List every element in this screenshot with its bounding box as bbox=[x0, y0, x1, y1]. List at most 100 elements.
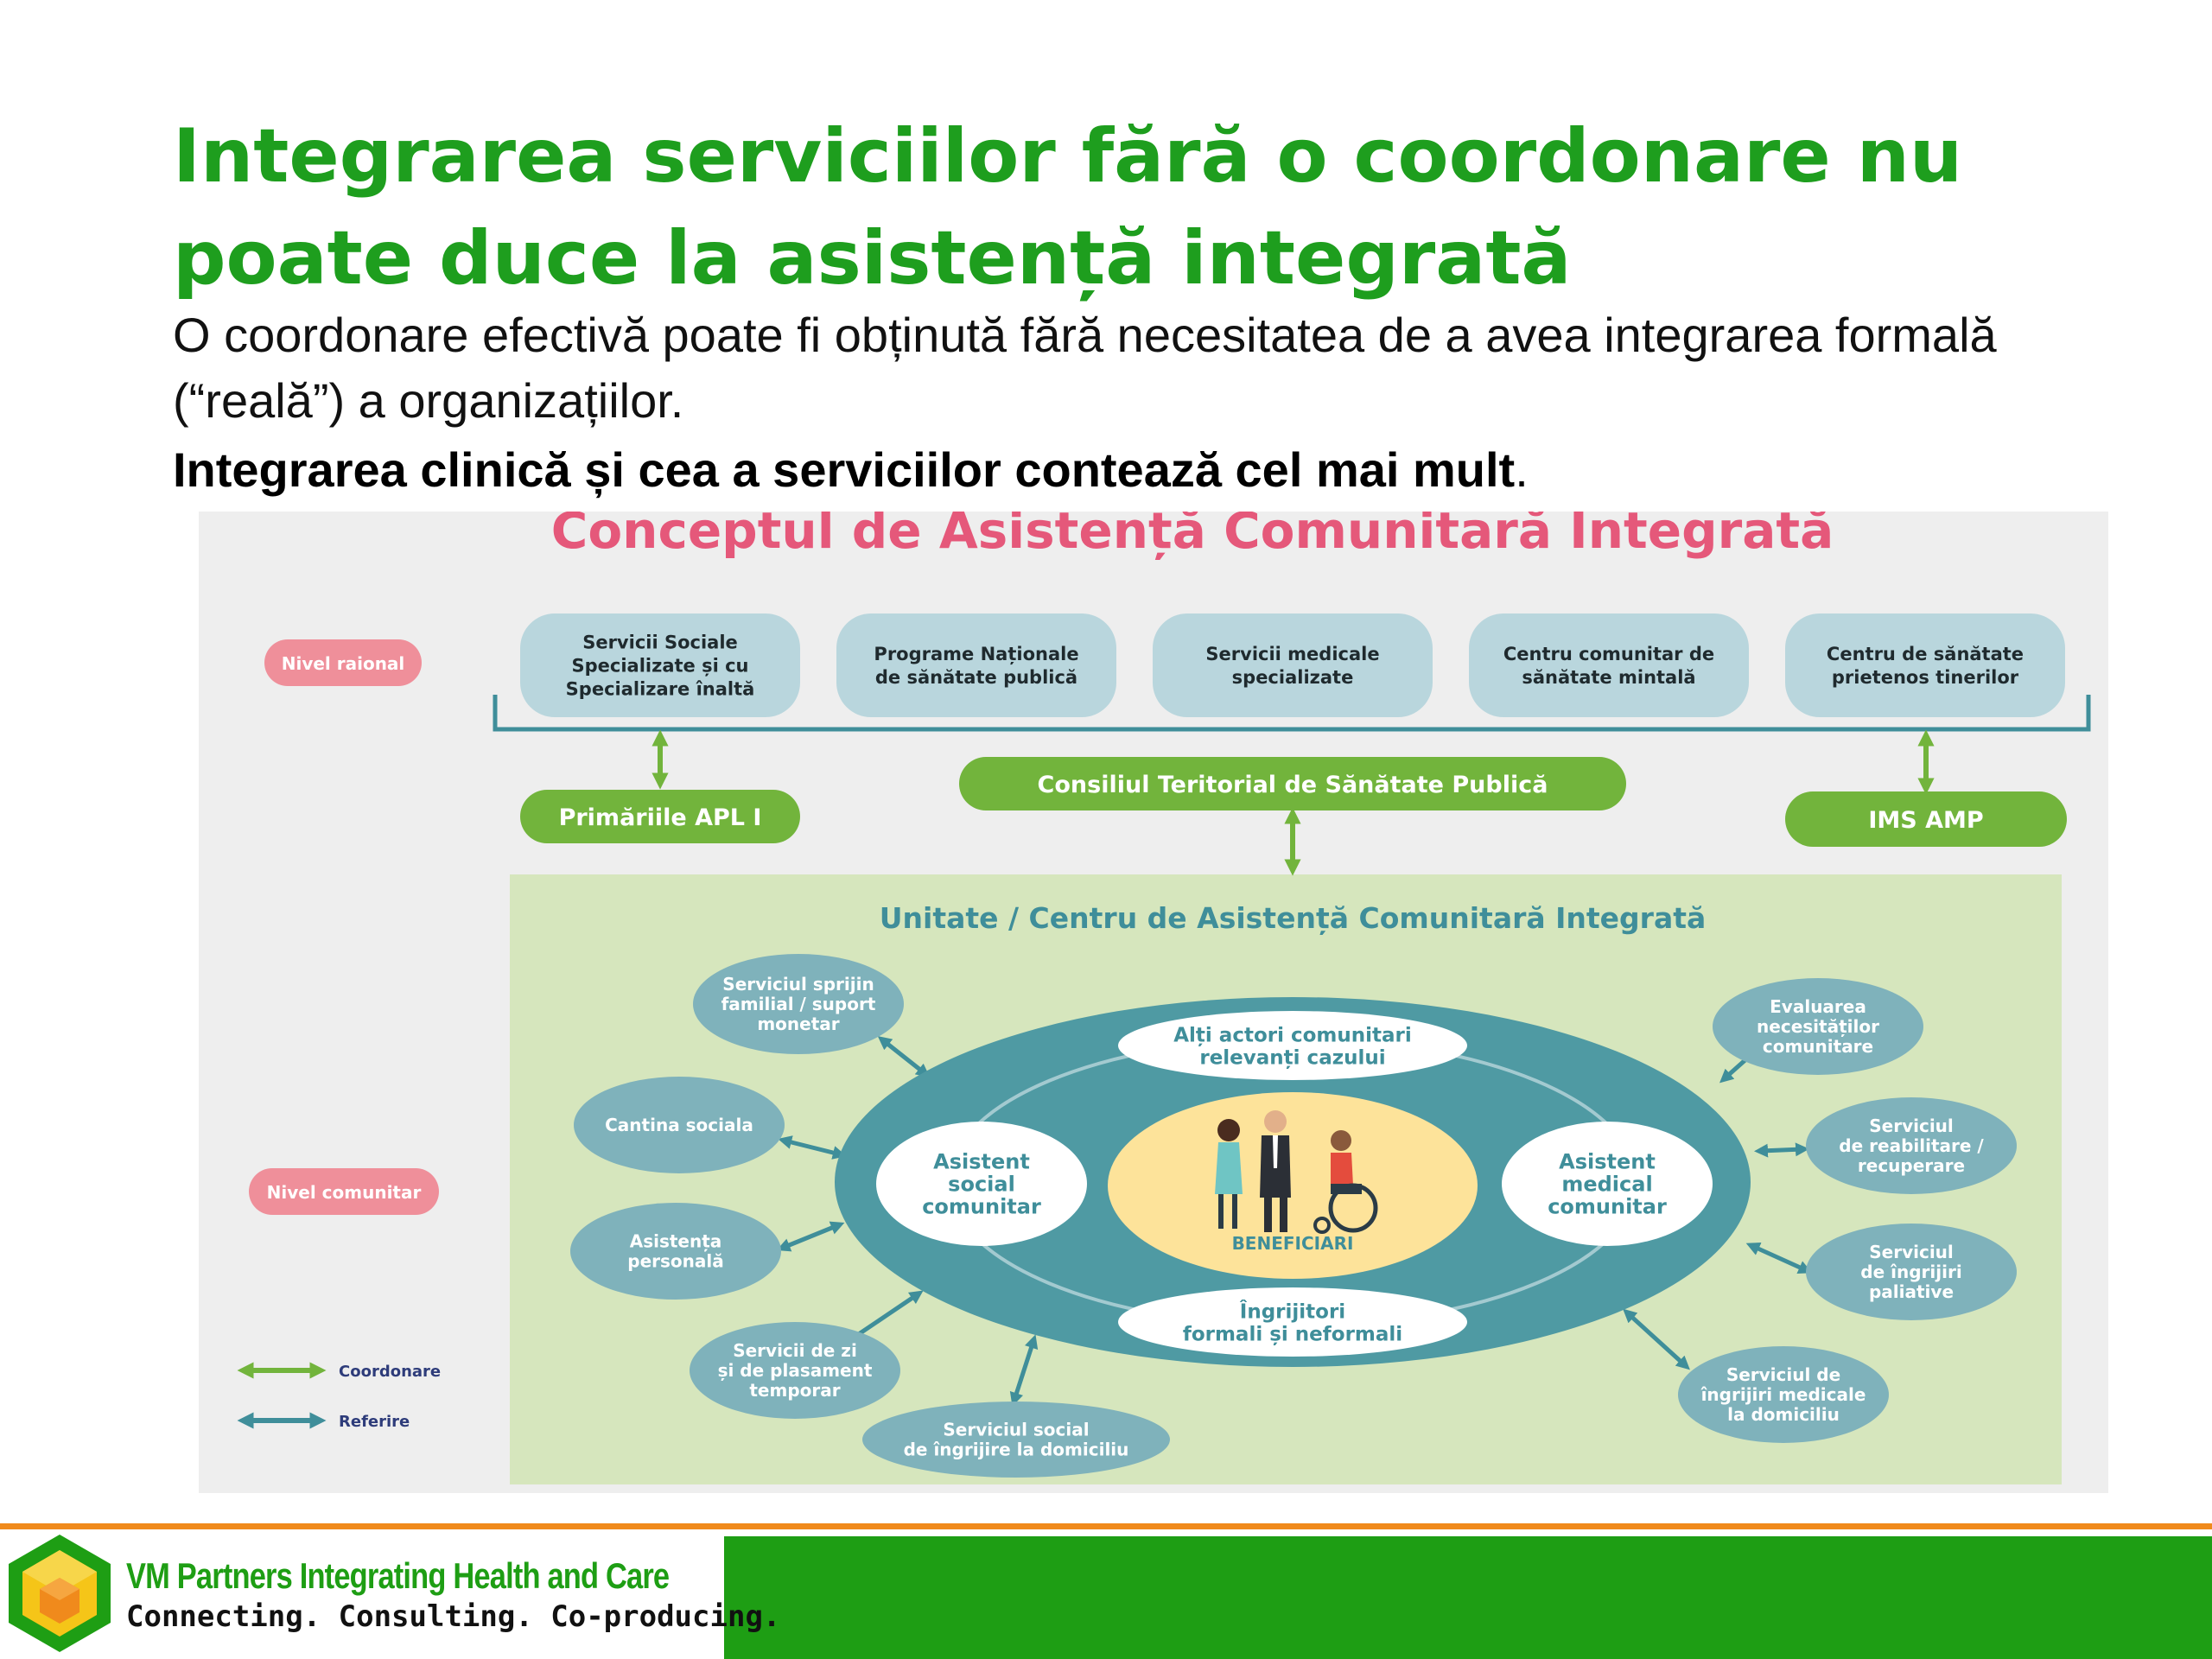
service-sprijin-familial bbox=[693, 954, 904, 1054]
ref-arrow-paliative bbox=[1745, 1243, 1813, 1274]
actori-node bbox=[1118, 1011, 1467, 1080]
beneficiari-label: BENEFICIARI bbox=[1232, 1233, 1354, 1254]
consiliul-pill bbox=[959, 757, 1626, 810]
service-label-servicii-zi-line: Servicii de zi bbox=[733, 1340, 857, 1361]
top-box-label-servicii-sociale-line: Servicii Sociale bbox=[582, 632, 738, 653]
service-label-servicii-zi-line: temporar bbox=[749, 1380, 840, 1401]
nivel-comunitar-label: Nivel comunitar bbox=[267, 1182, 422, 1203]
ingrijitori-node bbox=[1118, 1287, 1467, 1357]
asistent-social-label-line: social bbox=[948, 1173, 1015, 1197]
asistent-medical-label-line: medical bbox=[1561, 1173, 1652, 1197]
top-box-label-servicii-medicale-line: specializate bbox=[1232, 667, 1354, 688]
asistent-social-label-line: comunitar bbox=[922, 1195, 1041, 1219]
top-box-label-servicii-sociale-line: Specializate și cu bbox=[571, 656, 748, 677]
top-box-label-centru-tineri-line: prietenos tinerilor bbox=[1832, 667, 2019, 688]
service-label-social-domiciliu-line: de îngrijire la domiciliu bbox=[904, 1440, 1129, 1460]
legend-referire-label: Referire bbox=[339, 1413, 410, 1431]
top-bracket bbox=[493, 695, 2091, 732]
footer-orange-line bbox=[0, 1523, 2212, 1529]
service-label-evaluarea-line: Evaluarea bbox=[1770, 996, 1866, 1017]
top-box-label-servicii-medicale-line: Servicii medicale bbox=[1205, 644, 1379, 664]
service-reabilitare bbox=[1806, 1097, 2017, 1194]
legend: Coordonare Referire bbox=[237, 1362, 441, 1431]
service-label-asistenta-personala-line: Asistența bbox=[630, 1231, 722, 1252]
emphasis-text: Integrarea clinică și cea a serviciilor … bbox=[173, 442, 1516, 497]
ingrijitori-label-line: Îngrijitori bbox=[1240, 1299, 1345, 1323]
ims-pill bbox=[1785, 791, 2067, 847]
nivel-raional-label: Nivel raional bbox=[282, 653, 405, 674]
beneficiari-people-icon bbox=[1215, 1110, 1378, 1234]
service-label-asistenta-personala-line: personală bbox=[627, 1251, 723, 1272]
service-label-evaluarea-line: necesităților bbox=[1757, 1016, 1879, 1037]
top-box-label-centru-mintala: Centru comunitar de sănătate mintală bbox=[1503, 644, 1714, 688]
service-label-servicii-zi-line: și de plasament bbox=[718, 1360, 873, 1381]
actori-label-line: Alți actori comunitari bbox=[1173, 1024, 1412, 1046]
service-label-sprijin-familial-line: familial / suport bbox=[721, 994, 876, 1014]
company-tagline: Connecting. Consulting. Co-producing. bbox=[126, 1599, 781, 1634]
ref-arrow-medicale-domiciliu bbox=[1623, 1308, 1690, 1370]
legend-coordonare-label: Coordonare bbox=[339, 1363, 441, 1381]
slide-subtitle: O coordonare efectivă poate fi obținută … bbox=[173, 308, 1997, 428]
top-box-label-servicii-sociale-line: Specializare înaltă bbox=[566, 679, 755, 700]
service-label-medicale-domiciliu-line: la domiciliu bbox=[1727, 1404, 1840, 1425]
top-box-centru-mintala bbox=[1469, 613, 1749, 717]
service-label-cantina: Cantina sociala bbox=[605, 1115, 753, 1135]
ref-arrow-social-domiciliu bbox=[1009, 1334, 1039, 1407]
nivel-comunitar-badge bbox=[249, 1168, 439, 1215]
beneficiari-circle bbox=[1108, 1092, 1478, 1279]
service-label-evaluarea-line: comunitare bbox=[1763, 1036, 1873, 1057]
service-paliative bbox=[1806, 1224, 2017, 1320]
service-asistenta-personala bbox=[570, 1203, 781, 1300]
service-label-reabilitare-line: de reabilitare / bbox=[1839, 1135, 1984, 1156]
primarii-label: Primăriile APL I bbox=[559, 804, 762, 831]
unit-title: Unitate / Centru de Asistență Comunitară… bbox=[880, 901, 1707, 935]
service-cantina bbox=[574, 1077, 785, 1173]
nivel-raional-badge bbox=[264, 639, 422, 686]
asistent-medical-label-line: Asistent bbox=[1559, 1150, 1656, 1174]
service-evaluarea bbox=[1713, 978, 1923, 1075]
consiliul-label: Consiliul Teritorial de Sănătate Publică bbox=[1038, 772, 1548, 798]
top-box-label-servicii-medicale: Servicii medicale specializate bbox=[1205, 644, 1379, 688]
top-box-programe-nationale bbox=[836, 613, 1116, 717]
service-label-reabilitare-line: Serviciul bbox=[1869, 1116, 1954, 1136]
top-box-servicii-medicale bbox=[1153, 613, 1433, 717]
primarii-pill bbox=[520, 790, 800, 843]
top-box-label-centru-mintala-line: Centru comunitar de bbox=[1503, 644, 1714, 664]
asistent-medical-node bbox=[1502, 1122, 1713, 1246]
diagram-title: Conceptul de Asistență Comunitară Integr… bbox=[551, 512, 1834, 560]
ref-arrow-cantina bbox=[778, 1135, 847, 1160]
slide-emphasis: Integrarea clinică și cea a serviciilor … bbox=[173, 437, 1529, 503]
service-label-sprijin-familial-line: monetar bbox=[757, 1014, 839, 1034]
service-label-sprijin-familial-line: Serviciul sprijin bbox=[722, 974, 874, 995]
service-label-reabilitare-line: recuperare bbox=[1858, 1155, 1965, 1176]
emphasis-suffix: . bbox=[1515, 442, 1529, 497]
service-social-domiciliu bbox=[862, 1402, 1170, 1478]
ref-arrow-asistenta bbox=[776, 1221, 845, 1252]
asistent-medical-label-line: comunitar bbox=[1548, 1195, 1667, 1219]
top-box-label-programe-nationale-line: Programe Naționale bbox=[874, 644, 1078, 665]
top-box-label-centru-mintala-line: sănătate mintală bbox=[1522, 667, 1695, 688]
top-box-servicii-sociale bbox=[520, 613, 800, 717]
service-medicale-domiciliu bbox=[1678, 1346, 1889, 1443]
ref-arrow-sprijin bbox=[877, 1036, 931, 1077]
slide-title: Integrarea serviciilor fără o coordonare… bbox=[173, 113, 1963, 302]
top-box-centru-tineri bbox=[1785, 613, 2065, 717]
